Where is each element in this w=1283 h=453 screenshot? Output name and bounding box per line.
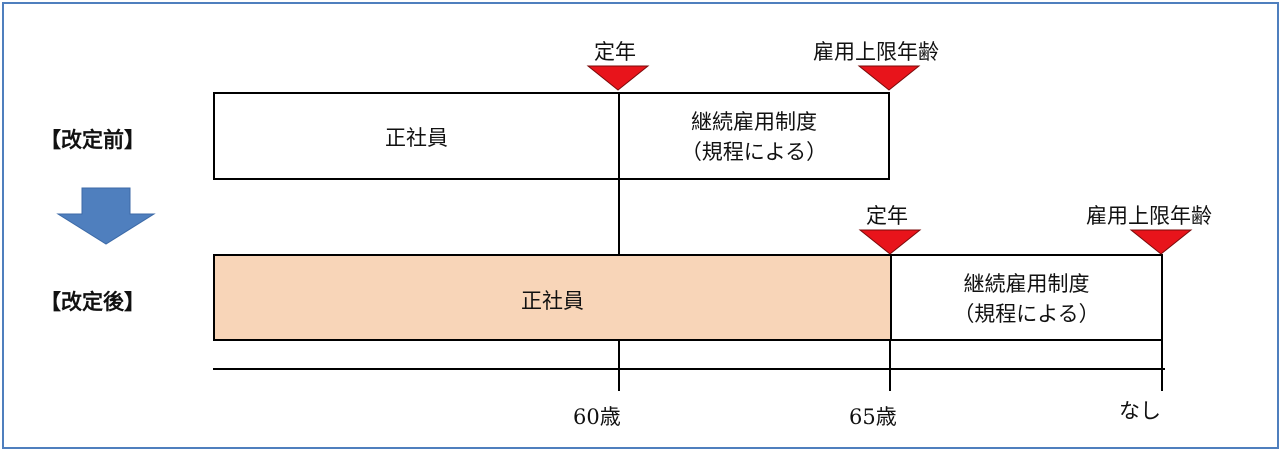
after-regular-box (213, 254, 892, 341)
age-65-tick (889, 341, 891, 391)
before-continuation-box (618, 92, 890, 180)
age-60-tick (618, 341, 620, 391)
after-continuation-box (890, 254, 1163, 341)
tick-label-none: なし (1119, 399, 1161, 423)
before-regular-label: 正社員 (385, 126, 448, 150)
before-regular-box (213, 92, 620, 180)
down-triangle-icon (1129, 229, 1193, 255)
down-triangle-icon (586, 65, 650, 91)
down-arrow-icon (56, 187, 156, 245)
before-limit-marker-label: 雇用上限年齢 (813, 40, 939, 64)
after-continuation-line1: 継続雇用制度 (963, 272, 1090, 296)
before-label: 【改定前】 (40, 128, 145, 152)
tick-label-65: 65歳 (849, 405, 897, 429)
before-continuation-line1: 継続雇用制度 (691, 110, 817, 134)
age-60-line (618, 180, 620, 254)
after-continuation-line2: （規程による） (953, 302, 1100, 326)
after-regular-label: 正社員 (521, 289, 584, 313)
before-retirement-marker-label: 定年 (594, 40, 636, 64)
before-continuation-line2: （規程による） (680, 140, 828, 164)
age-axis (213, 368, 1165, 370)
age-none-tick (1161, 341, 1163, 391)
after-label: 【改定後】 (40, 290, 145, 314)
after-retirement-marker-label: 定年 (866, 204, 908, 228)
down-triangle-icon (857, 65, 921, 91)
down-triangle-icon (858, 229, 922, 255)
after-limit-marker-label: 雇用上限年齢 (1086, 204, 1212, 228)
tick-label-60: 60歳 (573, 405, 621, 429)
